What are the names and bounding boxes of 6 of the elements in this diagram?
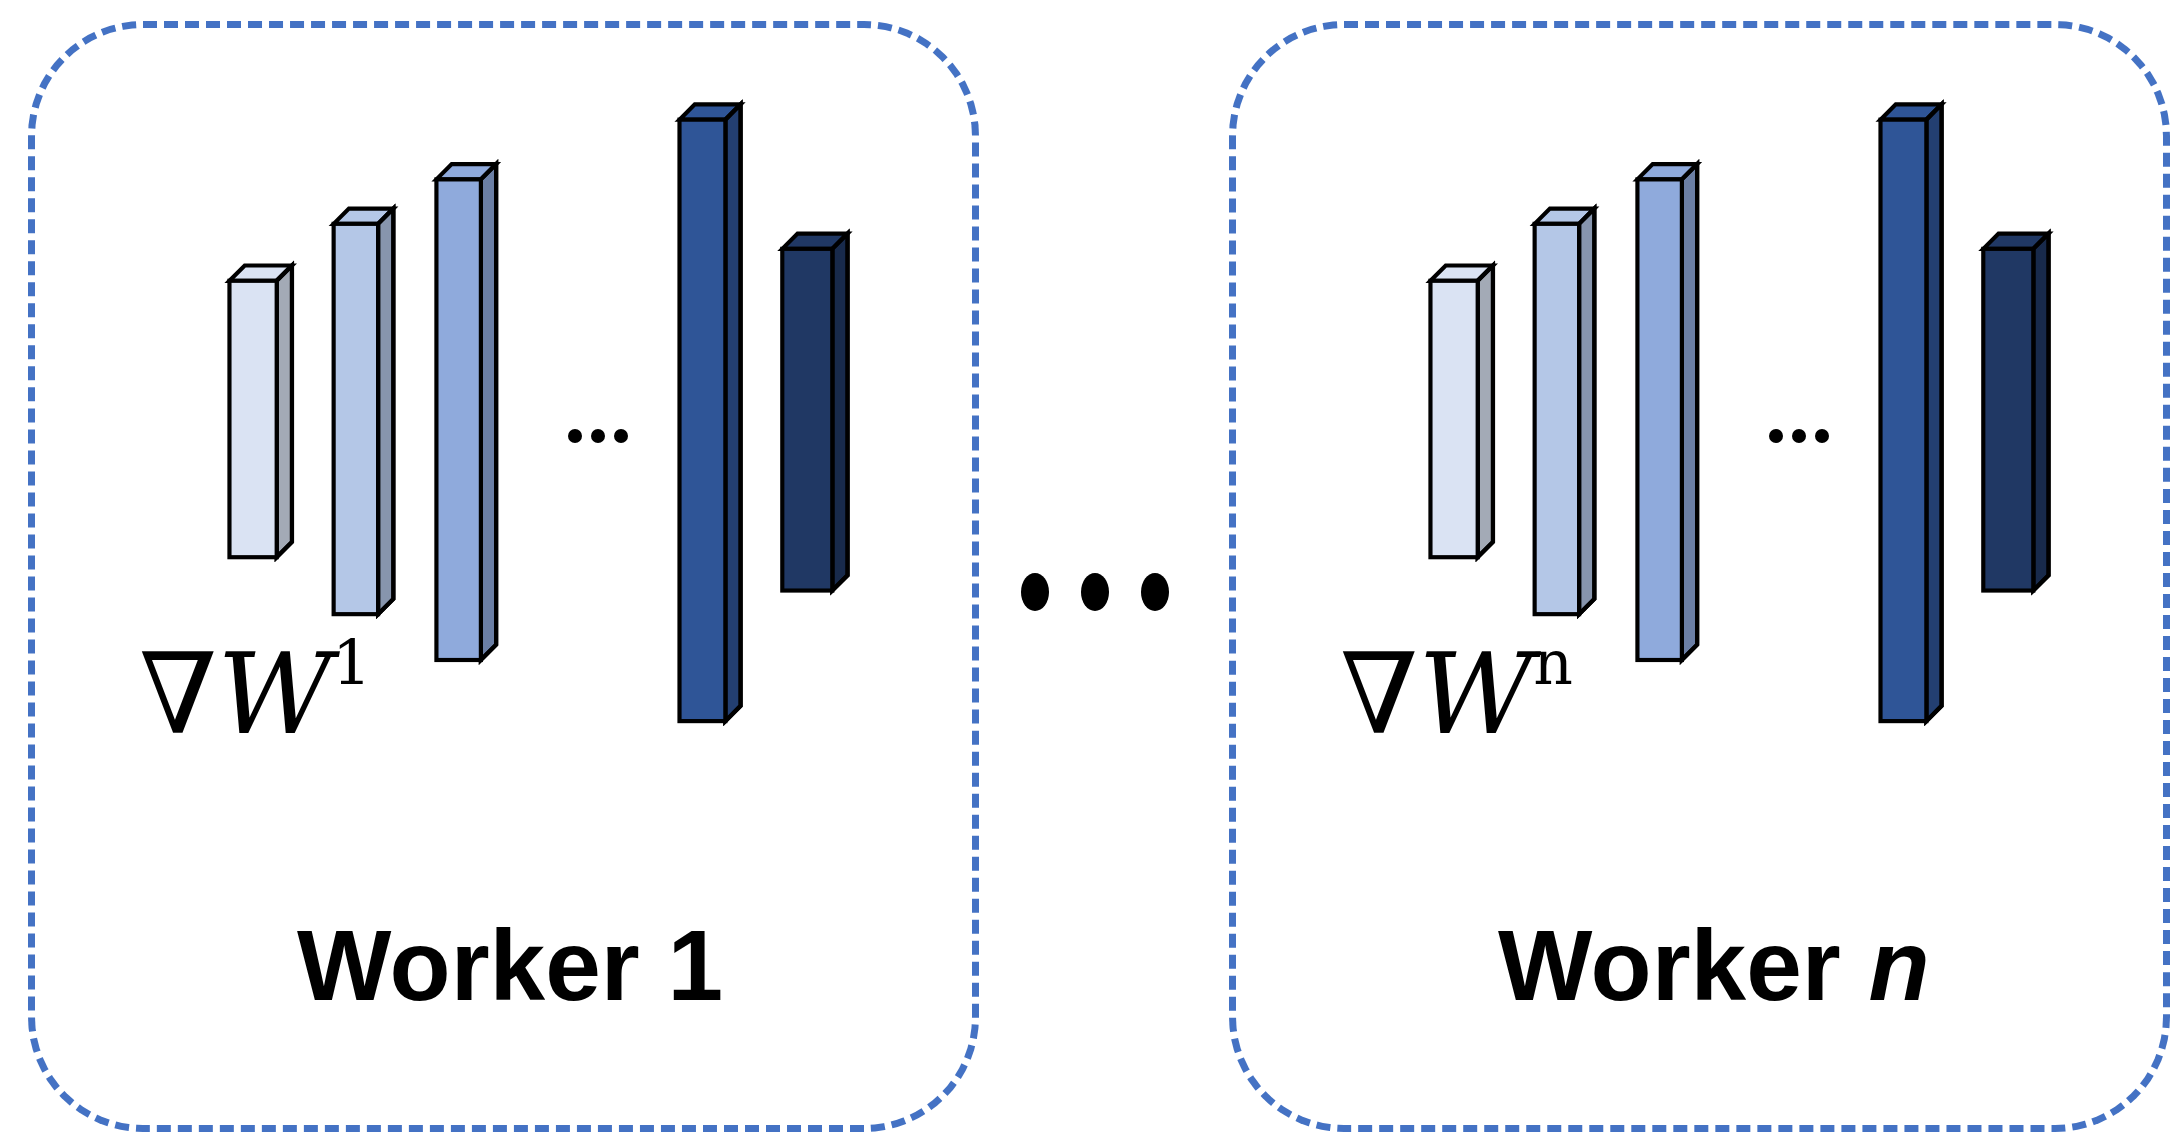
gradient-label: ∇W$^{n}$: [1340, 638, 1573, 750]
worker-panel: [1229, 21, 2170, 1132]
worker-panel: [28, 21, 979, 1132]
worker-label: Worker n: [1498, 910, 1930, 1020]
worker-label: Worker 1: [297, 910, 724, 1020]
gradient-label: ∇W$^{1}$: [139, 638, 372, 750]
